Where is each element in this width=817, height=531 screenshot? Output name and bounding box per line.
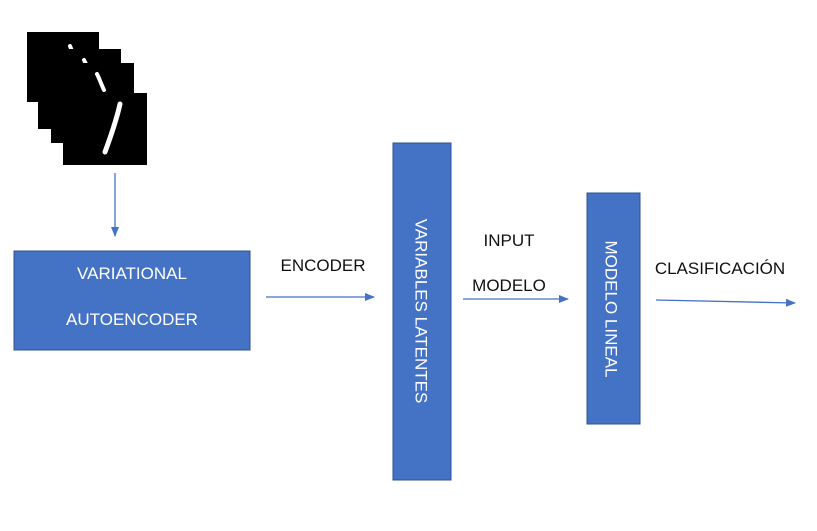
latent-label: VARIABLES LATENTES	[412, 219, 431, 404]
input-label-line1: INPUT	[484, 231, 535, 250]
linear-box	[586, 192, 641, 425]
digit-image-4	[63, 93, 147, 165]
linear-node: MODELO LINEAL	[586, 192, 641, 425]
digit-images-stack	[27, 32, 147, 165]
encoder-label: ENCODER	[280, 256, 365, 275]
classification-label: CLASIFICACIÓN	[655, 259, 785, 278]
input-label-line2: MODELO	[472, 276, 546, 295]
vae-label-line1: VARIATIONAL	[77, 264, 187, 283]
latent-node: VARIABLES LATENTES	[392, 142, 452, 481]
linear-label: MODELO LINEAL	[602, 241, 621, 378]
vae-node: VARIATIONAL AUTOENCODER	[13, 250, 251, 351]
latent-box	[392, 142, 452, 481]
classification-arrow	[655, 298, 796, 307]
vae-box	[13, 250, 251, 351]
vae-label-line2: AUTOENCODER	[66, 310, 198, 329]
